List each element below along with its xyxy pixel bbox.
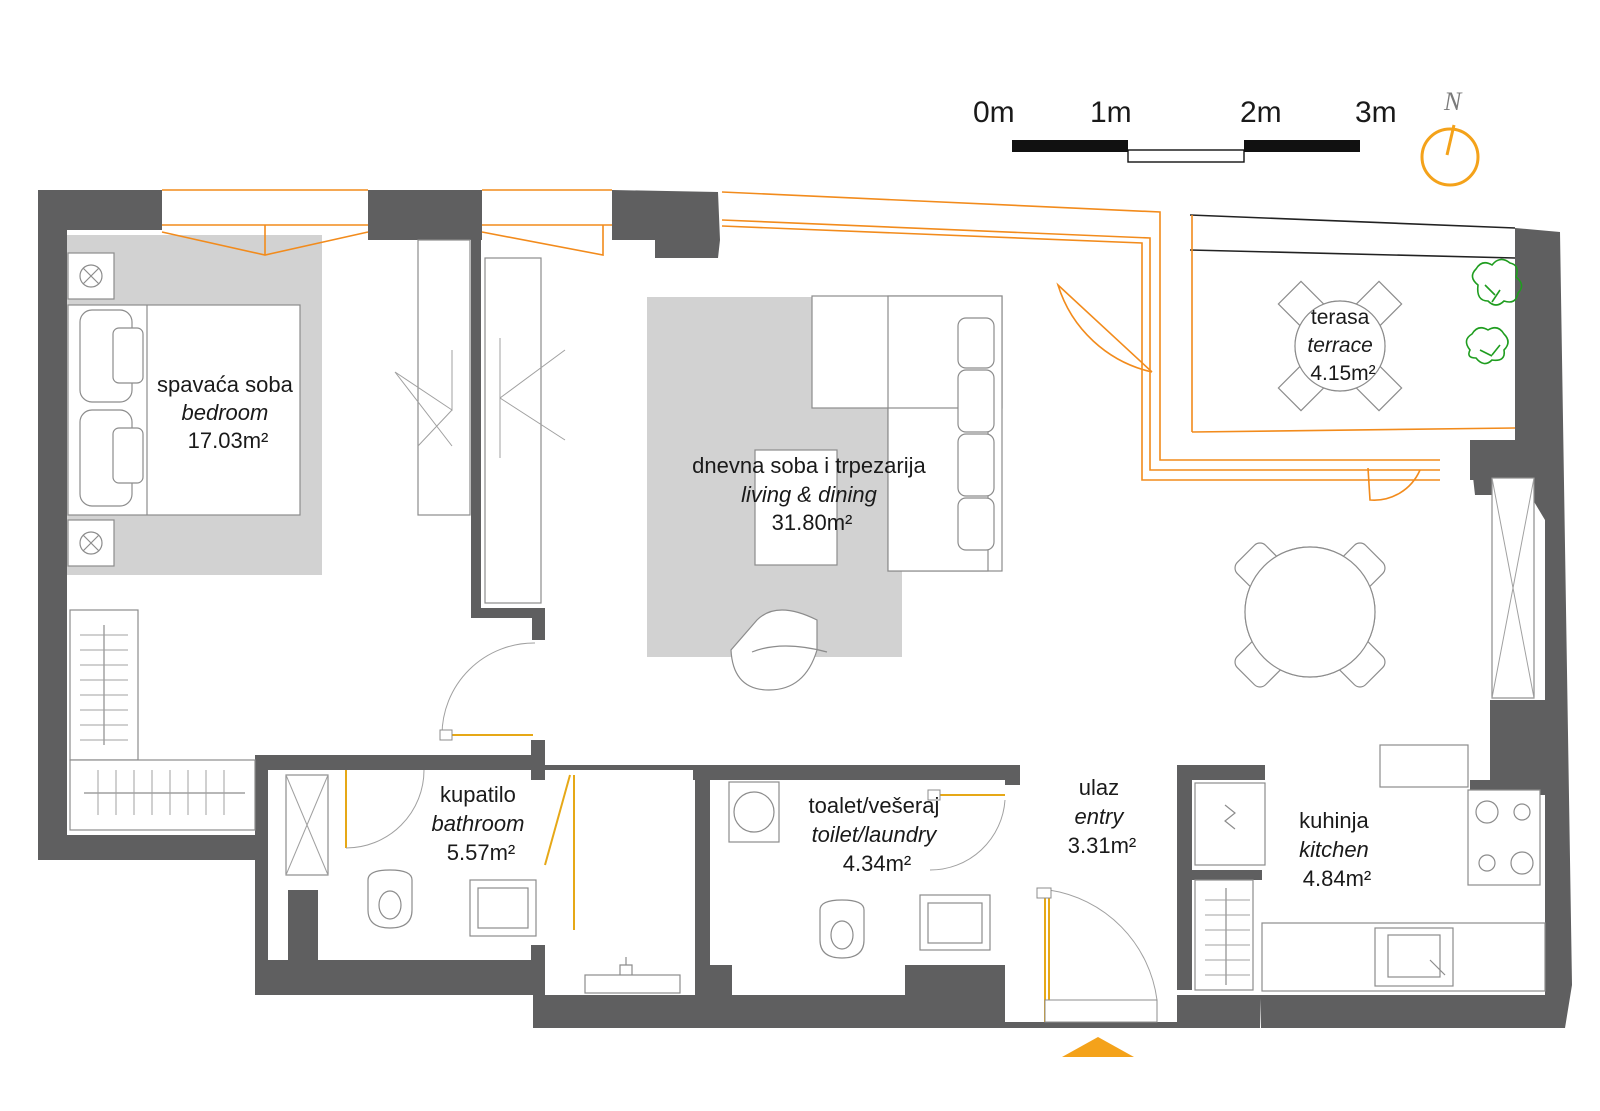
dining-set [1234, 542, 1386, 688]
living-furniture [730, 295, 1535, 699]
scale-label-3: 3m [1355, 96, 1397, 129]
bedroom-name: spavaća soba [157, 372, 294, 397]
plant-icon [1465, 258, 1523, 365]
bathroom-name-en: bathroom [431, 811, 524, 836]
bathroom-label: kupatilo bathroom 5.57m² [431, 782, 530, 865]
living-area: 31.80m² [772, 510, 853, 535]
entry-name-en: entry [1074, 804, 1125, 829]
bathroom-name: kupatilo [440, 782, 516, 807]
toilet-area: 4.34m² [843, 851, 911, 876]
bedroom-furniture [67, 252, 301, 831]
entry-area: 3.31m² [1068, 833, 1136, 858]
north-label: N [1443, 87, 1463, 116]
toilet-name-en: toilet/laundry [812, 822, 939, 847]
scale-label-2: 2m [1240, 96, 1282, 129]
room-labels: spavaća soba bedroom 17.03m² dnevna soba… [157, 306, 1378, 891]
scale-label-0: 0m [973, 96, 1015, 129]
living-name: dnevna soba i trpezarija [692, 453, 926, 478]
bedroom-name-en: bedroom [182, 400, 269, 425]
kitchen-area: 4.84m² [1303, 866, 1371, 891]
scale-label-1: 1m [1090, 96, 1132, 129]
entry-label: ulaz entry 3.31m² [1068, 775, 1136, 858]
toilet-label: toalet/vešeraj toilet/laundry 4.34m² [809, 793, 946, 876]
terrace-name-en: terrace [1307, 334, 1372, 357]
living-name-en: living & dining [741, 482, 878, 507]
terrace-label: terasa terrace 4.15m² [1307, 306, 1378, 385]
terrace [1189, 214, 1523, 433]
terrace-area: 4.15m² [1310, 362, 1375, 385]
kitchen-name: kuhinja [1299, 808, 1369, 833]
kitchen-label: kuhinja kitchen 4.84m² [1299, 808, 1375, 891]
windows [161, 189, 1440, 501]
toilet-name: toalet/vešeraj [809, 793, 940, 818]
entry-name: ulaz [1079, 775, 1119, 800]
kitchen-fixtures [1194, 744, 1546, 992]
living-label: dnevna soba i trpezarija living & dining… [692, 453, 932, 535]
entry-arrow-icon [1062, 1037, 1134, 1057]
bedroom-label: spavaća soba bedroom 17.03m² [157, 372, 299, 453]
terrace-name: terasa [1311, 306, 1370, 329]
kitchen-name-en: kitchen [1299, 837, 1369, 862]
scale-bar: 0m 1m 2m 3m [973, 96, 1397, 163]
wardrobes [394, 239, 566, 604]
doors [345, 642, 1158, 1057]
bathroom-area: 5.57m² [447, 840, 515, 865]
bedroom-area: 17.03m² [188, 428, 269, 453]
bathroom-fixtures [285, 774, 991, 994]
north-arrow-icon: N [1420, 87, 1480, 187]
